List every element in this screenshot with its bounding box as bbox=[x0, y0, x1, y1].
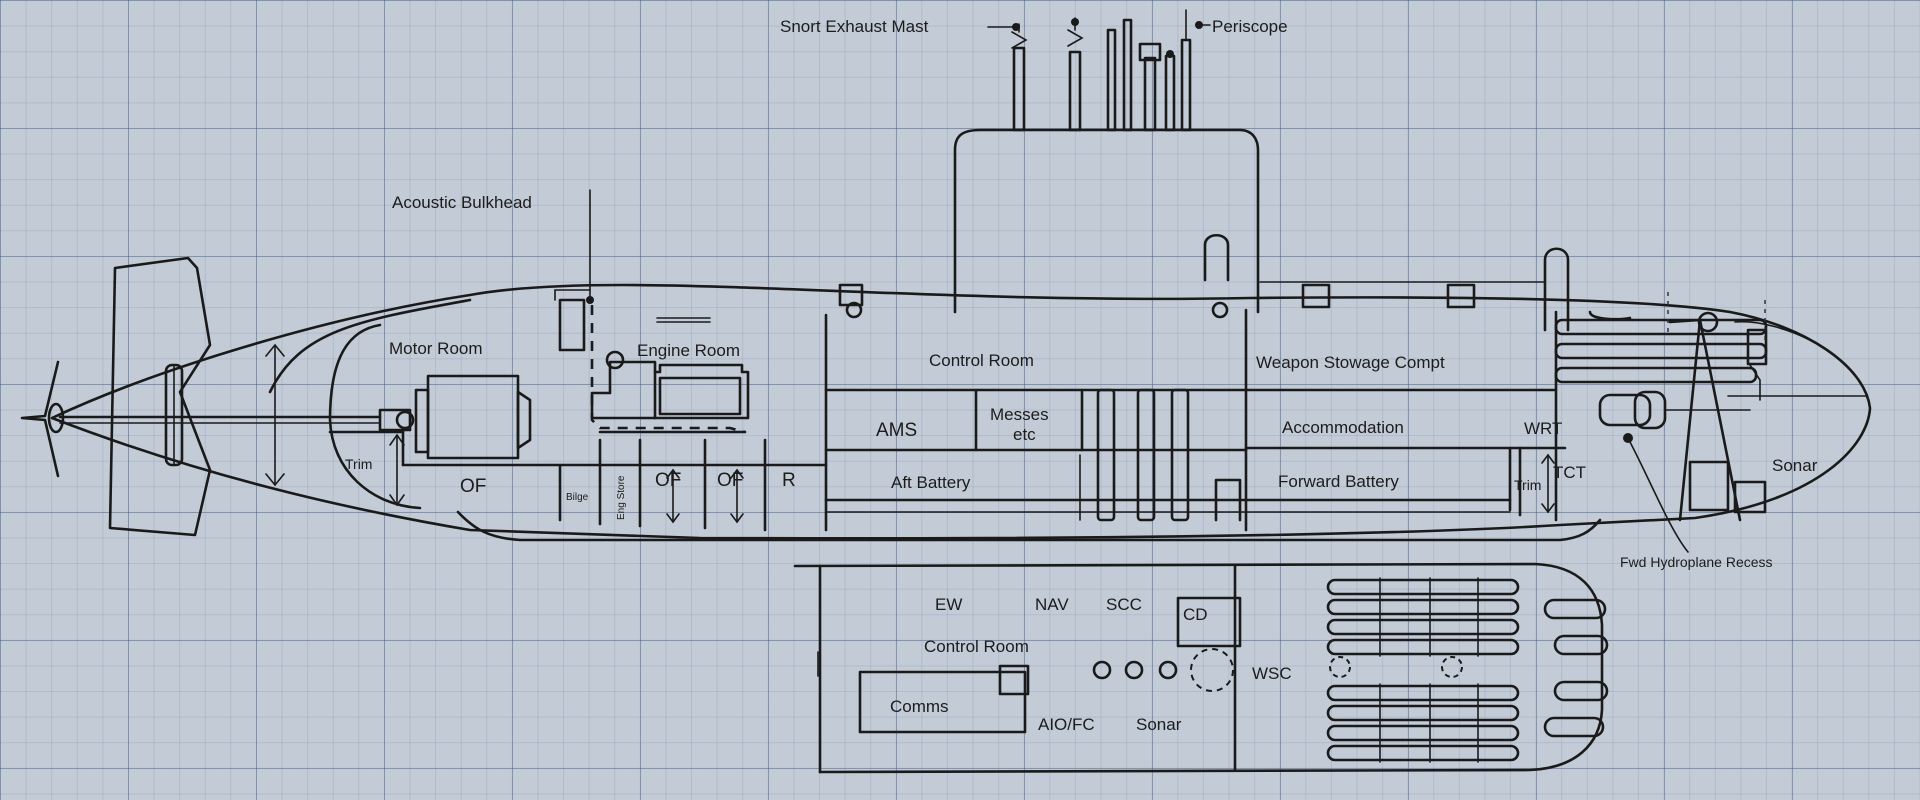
torpedo-rack-lower bbox=[1326, 683, 1520, 763]
bilge-label: Bilge bbox=[566, 492, 589, 503]
plan-deck-outline bbox=[793, 562, 1604, 774]
access-trunks bbox=[1079, 388, 1190, 522]
control-room-label: Control Room bbox=[929, 351, 1034, 370]
snort-exhaust-mast-label: Snort Exhaust Mast bbox=[780, 17, 929, 36]
engine-room-label: Engine Room bbox=[637, 341, 740, 360]
masts bbox=[1011, 9, 1192, 132]
ams-label: AMS bbox=[876, 420, 917, 441]
of-aft-label: OF bbox=[460, 476, 486, 497]
sonar-bow-label: Sonar bbox=[1772, 456, 1818, 475]
plan-view: EW NAV SCC Control Room Comms AIO/FC Son… bbox=[793, 562, 1609, 774]
acoustic-bulkhead bbox=[590, 305, 746, 434]
trim-aft-label: Trim bbox=[345, 456, 372, 472]
periscope-label: Periscope bbox=[1212, 17, 1288, 36]
plan-ew-label: EW bbox=[935, 595, 962, 614]
eng-stores-label: Eng Store bbox=[616, 475, 627, 520]
shaft-coupling-aft bbox=[164, 363, 184, 467]
accommodation-label: Accommodation bbox=[1282, 418, 1404, 437]
torpedo-tubes bbox=[1554, 310, 1768, 514]
fwd-hydroplane bbox=[1623, 311, 1742, 522]
messes-label-1: Messes bbox=[990, 405, 1049, 424]
plan-control-room-label: Control Room bbox=[924, 637, 1029, 656]
casing-line bbox=[268, 298, 472, 394]
wrt-label: WRT bbox=[1524, 419, 1562, 438]
propulsion-motor bbox=[378, 374, 532, 460]
of-1-label: OF bbox=[655, 470, 681, 491]
plan-aio-fc-label: AIO/FC bbox=[1038, 715, 1095, 734]
plan-periscope-wells bbox=[1092, 648, 1234, 692]
rudder bbox=[108, 256, 212, 537]
aft-battery-label: Aft Battery bbox=[891, 473, 971, 492]
fwd-hydroplane-recess-label: Fwd Hydroplane Recess bbox=[1620, 554, 1773, 570]
motor-room-label: Motor Room bbox=[389, 339, 483, 358]
deck-fittings bbox=[554, 233, 1570, 332]
plan-nav-label: NAV bbox=[1035, 595, 1069, 614]
plan-cd-label: CD bbox=[1183, 605, 1208, 624]
sail bbox=[953, 128, 1260, 314]
plan-tube-ends bbox=[1543, 598, 1609, 738]
tct-label: TCT bbox=[1553, 463, 1586, 482]
side-elevation: Snort Exhaust Mast Periscope Acoustic Bu… bbox=[20, 9, 1872, 570]
plan-comms-console bbox=[858, 670, 1027, 734]
plan-scc-label: SCC bbox=[1106, 595, 1142, 614]
diesel-engine bbox=[590, 350, 750, 434]
plan-sonar-label: Sonar bbox=[1136, 715, 1182, 734]
plan-wsc-label: WSC bbox=[1252, 664, 1292, 683]
r-label: R bbox=[782, 470, 796, 491]
acoustic-bulkhead-label: Acoustic Bulkhead bbox=[392, 193, 532, 212]
trim-fwd-label: Trim bbox=[1514, 477, 1541, 493]
plan-comms-label: Comms bbox=[890, 697, 949, 716]
weapon-stowage-label: Weapon Stowage Compt bbox=[1256, 353, 1445, 372]
keel bbox=[456, 510, 1602, 542]
of-2-label: OF bbox=[717, 470, 743, 491]
messes-label-2: etc bbox=[1013, 425, 1036, 444]
torpedo-rack-upper bbox=[1326, 577, 1520, 657]
forward-battery-label: Forward Battery bbox=[1278, 472, 1399, 491]
